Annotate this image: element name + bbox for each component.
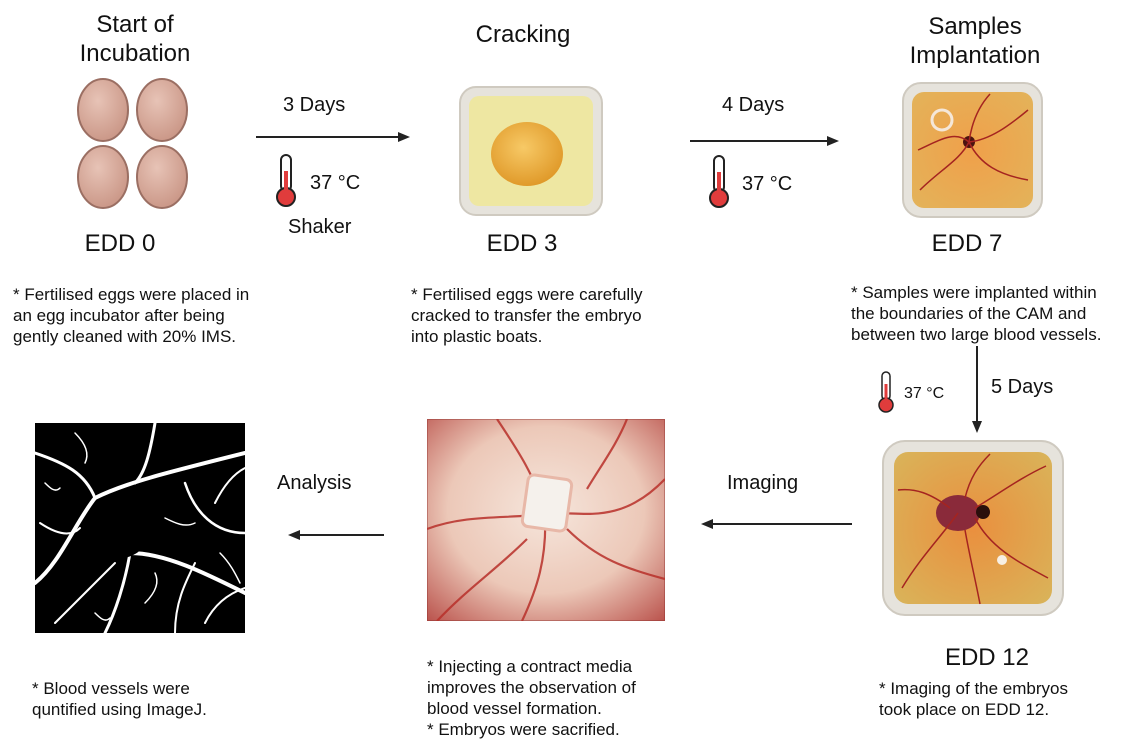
stage3-note-line: the boundaries of the CAM and xyxy=(851,303,1147,324)
thermometer-icon xyxy=(706,154,732,210)
stage1-note: * Fertilised eggs were placed in an egg … xyxy=(13,284,313,347)
stage4-note-line: took place on EDD 12. xyxy=(879,699,1139,720)
stage4-edd: EDD 12 xyxy=(927,644,1047,672)
eggs-group xyxy=(76,78,191,210)
stage1-title-line1: Start of xyxy=(40,10,230,39)
t2-duration: 4 Days xyxy=(722,94,784,117)
egg-icon xyxy=(78,79,128,141)
cam-photo xyxy=(427,419,665,621)
stage6-note: * Blood vessels were quntified using Ima… xyxy=(32,678,292,720)
stage2-title: Cracking xyxy=(448,20,598,49)
stage1-edd: EDD 0 xyxy=(60,230,180,258)
stage3-title: Samples Implantation xyxy=(880,12,1070,70)
stage3-title-line1: Samples xyxy=(880,12,1070,41)
cracked-egg-boat xyxy=(457,84,605,218)
arrow-icon xyxy=(690,134,840,148)
vessel-binary-map xyxy=(35,423,245,633)
stage1-title-line2: Incubation xyxy=(40,39,230,68)
egg-icon xyxy=(137,79,187,141)
stage1-note-line: an egg incubator after being xyxy=(13,305,313,326)
egg-icon xyxy=(137,146,187,208)
stage4-note-line: * Imaging of the embryos xyxy=(879,678,1139,699)
t1-temp: 37 °C xyxy=(310,172,360,195)
thermometer-icon xyxy=(876,370,896,414)
imaging-label: Imaging xyxy=(727,472,798,495)
egg-icon xyxy=(78,146,128,208)
cam-embryo-edd7 xyxy=(900,80,1045,220)
arrow-icon xyxy=(700,517,852,531)
stage6-note-line: quntified using ImageJ. xyxy=(32,699,292,720)
stage2-edd: EDD 3 xyxy=(462,230,582,258)
stage2-note-line: cracked to transfer the embryo xyxy=(411,305,711,326)
analysis-label: Analysis xyxy=(277,472,351,495)
t1-shaker: Shaker xyxy=(288,216,351,239)
t1-duration: 3 Days xyxy=(283,94,345,117)
stage1-note-line: * Fertilised eggs were placed in xyxy=(13,284,313,305)
stage5-note: * Injecting a contract media improves th… xyxy=(427,656,717,740)
stage3-edd: EDD 7 xyxy=(907,230,1027,258)
stage1-note-line: gently cleaned with 20% IMS. xyxy=(13,326,313,347)
t3-temp: 37 °C xyxy=(904,385,944,403)
stage1-title: Start of Incubation xyxy=(40,10,230,68)
stage3-note-line: * Samples were implanted within xyxy=(851,282,1147,303)
stage2-note: * Fertilised eggs were carefully cracked… xyxy=(411,284,711,347)
stage6-note-line: * Blood vessels were xyxy=(32,678,292,699)
thermometer-icon xyxy=(273,153,299,209)
stage5-note-line: * Injecting a contract media xyxy=(427,656,717,677)
stage4-note: * Imaging of the embryos took place on E… xyxy=(879,678,1139,720)
t3-duration: 5 Days xyxy=(991,376,1053,399)
stage2-note-line: into plastic boats. xyxy=(411,326,711,347)
stage5-note-line: blood vessel formation. xyxy=(427,698,717,719)
stage3-note: * Samples were implanted within the boun… xyxy=(851,282,1147,345)
stage3-title-line2: Implantation xyxy=(880,41,1070,70)
arrow-icon xyxy=(970,346,984,434)
stage2-note-line: * Fertilised eggs were carefully xyxy=(411,284,711,305)
cam-embryo-edd12 xyxy=(880,438,1066,618)
stage5-note-line: improves the observation of xyxy=(427,677,717,698)
stage3-note-line: between two large blood vessels. xyxy=(851,324,1147,345)
arrow-icon xyxy=(287,528,384,542)
arrow-icon xyxy=(256,130,411,144)
t2-temp: 37 °C xyxy=(742,173,792,196)
stage5-note-line: * Embryos were sacrified. xyxy=(427,719,717,740)
